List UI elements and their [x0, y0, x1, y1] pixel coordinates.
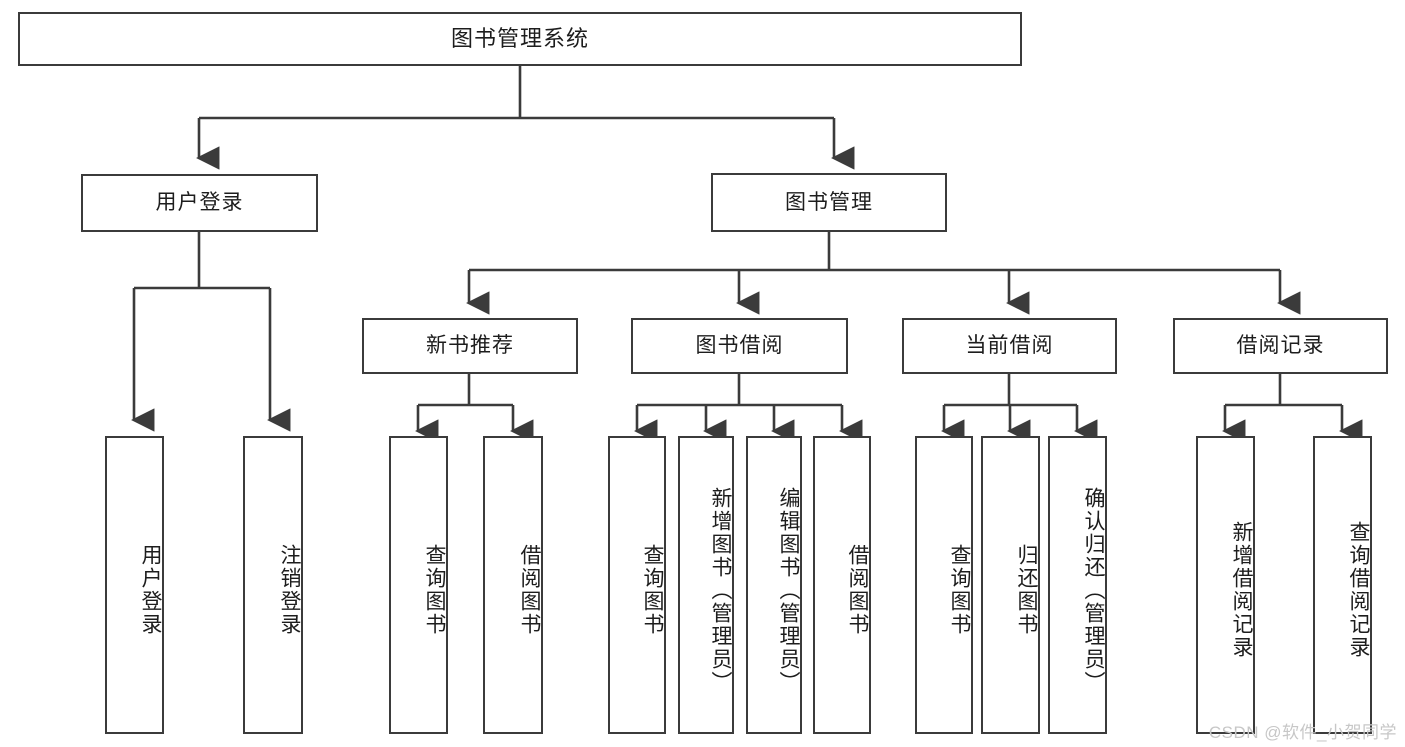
leaf-query-borrow-record[interactable]: 查询借阅记录	[1313, 436, 1372, 734]
node-label: 新增借阅记录	[1230, 521, 1253, 659]
leaf-add-book-admin[interactable]: 新增图书（管理员）	[678, 436, 734, 734]
leaf-borrow-book[interactable]: 借阅图书	[813, 436, 871, 734]
leaf-confirm-return-admin[interactable]: 确认归还（管理员）	[1048, 436, 1107, 734]
node-label: 借阅记录	[1236, 334, 1325, 358]
leaf-edit-book-admin[interactable]: 编辑图书（管理员）	[746, 436, 802, 734]
node-label: 查询图书	[423, 544, 446, 636]
node-new-book-recommend[interactable]: 新书推荐	[362, 318, 578, 374]
leaf-query-book-new[interactable]: 查询图书	[389, 436, 448, 734]
node-label: 确认归还（管理员）	[1082, 486, 1105, 694]
leaf-add-borrow-record[interactable]: 新增借阅记录	[1196, 436, 1255, 734]
node-label: 图书借阅	[695, 334, 784, 358]
node-label: 当前借阅	[965, 334, 1054, 358]
leaf-logout[interactable]: 注销登录	[243, 436, 303, 734]
node-label: 图书管理	[785, 190, 873, 214]
node-label: 查询借阅记录	[1347, 521, 1370, 659]
node-book-borrow[interactable]: 图书借阅	[631, 318, 848, 374]
node-label: 图书管理系统	[450, 25, 589, 51]
leaf-user-login[interactable]: 用户登录	[105, 436, 164, 734]
leaf-return-book[interactable]: 归还图书	[981, 436, 1040, 734]
node-current-borrow[interactable]: 当前借阅	[902, 318, 1117, 374]
leaf-query-book-borrow[interactable]: 查询图书	[608, 436, 666, 734]
node-label: 借阅图书	[518, 544, 541, 636]
node-borrow-record[interactable]: 借阅记录	[1173, 318, 1388, 374]
node-label: 新书推荐	[426, 334, 514, 358]
leaf-query-book-current[interactable]: 查询图书	[915, 436, 973, 734]
node-book-management[interactable]: 图书管理	[711, 173, 947, 232]
node-label: 新增图书（管理员）	[709, 486, 732, 694]
node-label: 查询图书	[948, 544, 971, 636]
node-label: 注销登录	[278, 544, 301, 636]
node-label: 编辑图书（管理员）	[777, 486, 800, 694]
node-label: 归还图书	[1015, 544, 1038, 636]
node-label: 用户登录	[139, 544, 162, 636]
node-label: 查询图书	[641, 544, 664, 636]
node-label: 用户登录	[155, 191, 244, 215]
leaf-borrow-book-new[interactable]: 借阅图书	[483, 436, 543, 734]
node-user-login[interactable]: 用户登录	[81, 174, 318, 232]
csdn-watermark: CSDN @软件_小贺同学	[1208, 723, 1397, 742]
node-label: 借阅图书	[846, 544, 869, 636]
node-root-system[interactable]: 图书管理系统	[18, 12, 1022, 66]
